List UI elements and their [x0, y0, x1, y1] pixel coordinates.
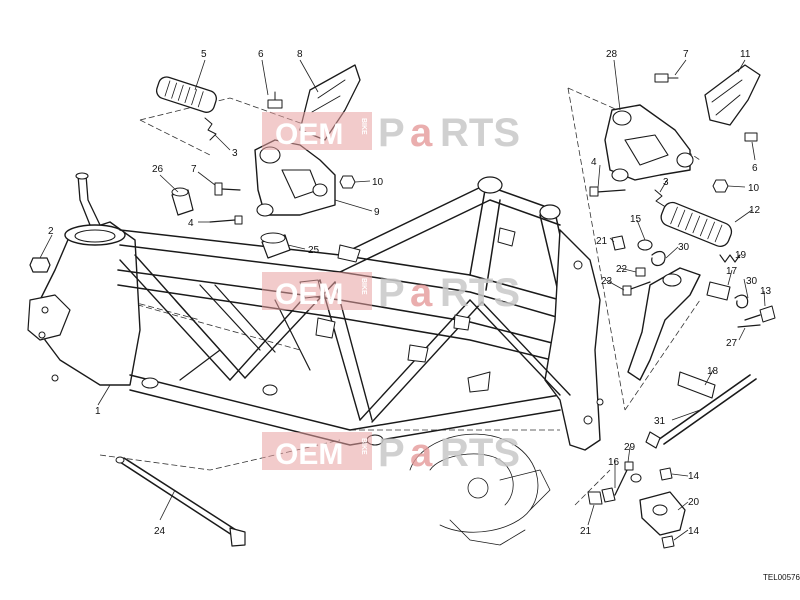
- watermark-middle: OEM BIKE P a RTS: [262, 271, 520, 315]
- callout-10: 10: [372, 177, 384, 188]
- callout-13: 13: [760, 286, 772, 297]
- right-footpeg-assembly: [587, 64, 776, 549]
- callout-9: 9: [374, 207, 380, 218]
- callout-23: 23: [601, 276, 613, 287]
- svg-text:BIKE: BIKE: [360, 278, 367, 295]
- callout-12: 12: [749, 205, 761, 216]
- callout-2: 2: [48, 226, 54, 237]
- callout-26: 26: [152, 164, 164, 175]
- svg-text:BIKE: BIKE: [360, 118, 367, 135]
- svg-text:RTS: RTS: [440, 271, 520, 315]
- callout-30: 30: [746, 276, 758, 287]
- callout-6: 6: [258, 49, 264, 60]
- callout-labels: 1 2 3 3 4 4 5 6 6 7 7 8 9 10 10 11 12 13…: [48, 49, 772, 537]
- callout-4: 4: [188, 218, 194, 229]
- watermark-bottom: OEM BIKE P a RTS: [262, 431, 520, 475]
- callout-30: 30: [678, 242, 690, 253]
- right-footpeg: [660, 201, 733, 247]
- callout-28: 28: [606, 49, 618, 60]
- svg-text:RTS: RTS: [440, 431, 520, 475]
- svg-text:P: P: [378, 271, 405, 315]
- callout-7: 7: [683, 49, 689, 60]
- svg-text:OEM: OEM: [275, 278, 343, 311]
- callout-21: 21: [596, 236, 608, 247]
- svg-text:OEM: OEM: [275, 438, 343, 471]
- callout-20: 20: [688, 497, 700, 508]
- callout-16: 16: [608, 457, 620, 468]
- callout-27: 27: [726, 338, 738, 349]
- callout-3: 3: [232, 148, 238, 159]
- watermark-top: OEM BIKE P a RTS: [262, 111, 520, 155]
- callout-3: 3: [663, 177, 669, 188]
- callout-25: 25: [308, 245, 320, 256]
- drawing-code: TEL00576: [763, 573, 800, 582]
- callout-14: 14: [688, 471, 700, 482]
- svg-text:BIKE: BIKE: [360, 438, 367, 455]
- callout-10: 10: [748, 183, 760, 194]
- callout-31: 31: [654, 416, 666, 427]
- callout-22: 22: [616, 264, 628, 275]
- callout-4: 4: [591, 157, 597, 168]
- left-footpeg-assembly: [29, 64, 361, 273]
- callout-14: 14: [688, 526, 700, 537]
- long-bolt: [115, 456, 246, 547]
- callout-7: 7: [191, 164, 197, 175]
- callout-1: 1: [95, 406, 101, 417]
- callout-6: 6: [752, 163, 758, 174]
- svg-text:a: a: [410, 111, 433, 155]
- callout-5: 5: [201, 49, 207, 60]
- engine-outline: [409, 433, 551, 546]
- svg-text:a: a: [410, 271, 433, 315]
- callout-11: 11: [740, 49, 751, 60]
- callout-29: 29: [624, 442, 636, 453]
- leader-lines: [39, 59, 766, 541]
- callout-21: 21: [580, 526, 592, 537]
- left-footpeg: [155, 76, 217, 113]
- main-frame: [27, 172, 604, 451]
- callout-8: 8: [297, 49, 303, 60]
- svg-text:P: P: [378, 431, 405, 475]
- svg-text:P: P: [378, 111, 405, 155]
- callout-18: 18: [707, 366, 719, 377]
- svg-text:RTS: RTS: [440, 111, 520, 155]
- callout-17: 17: [726, 266, 738, 277]
- callout-24: 24: [154, 526, 166, 537]
- callout-19: 19: [735, 250, 747, 261]
- callout-15: 15: [630, 214, 642, 225]
- svg-text:OEM: OEM: [275, 118, 343, 151]
- svg-text:a: a: [410, 431, 433, 475]
